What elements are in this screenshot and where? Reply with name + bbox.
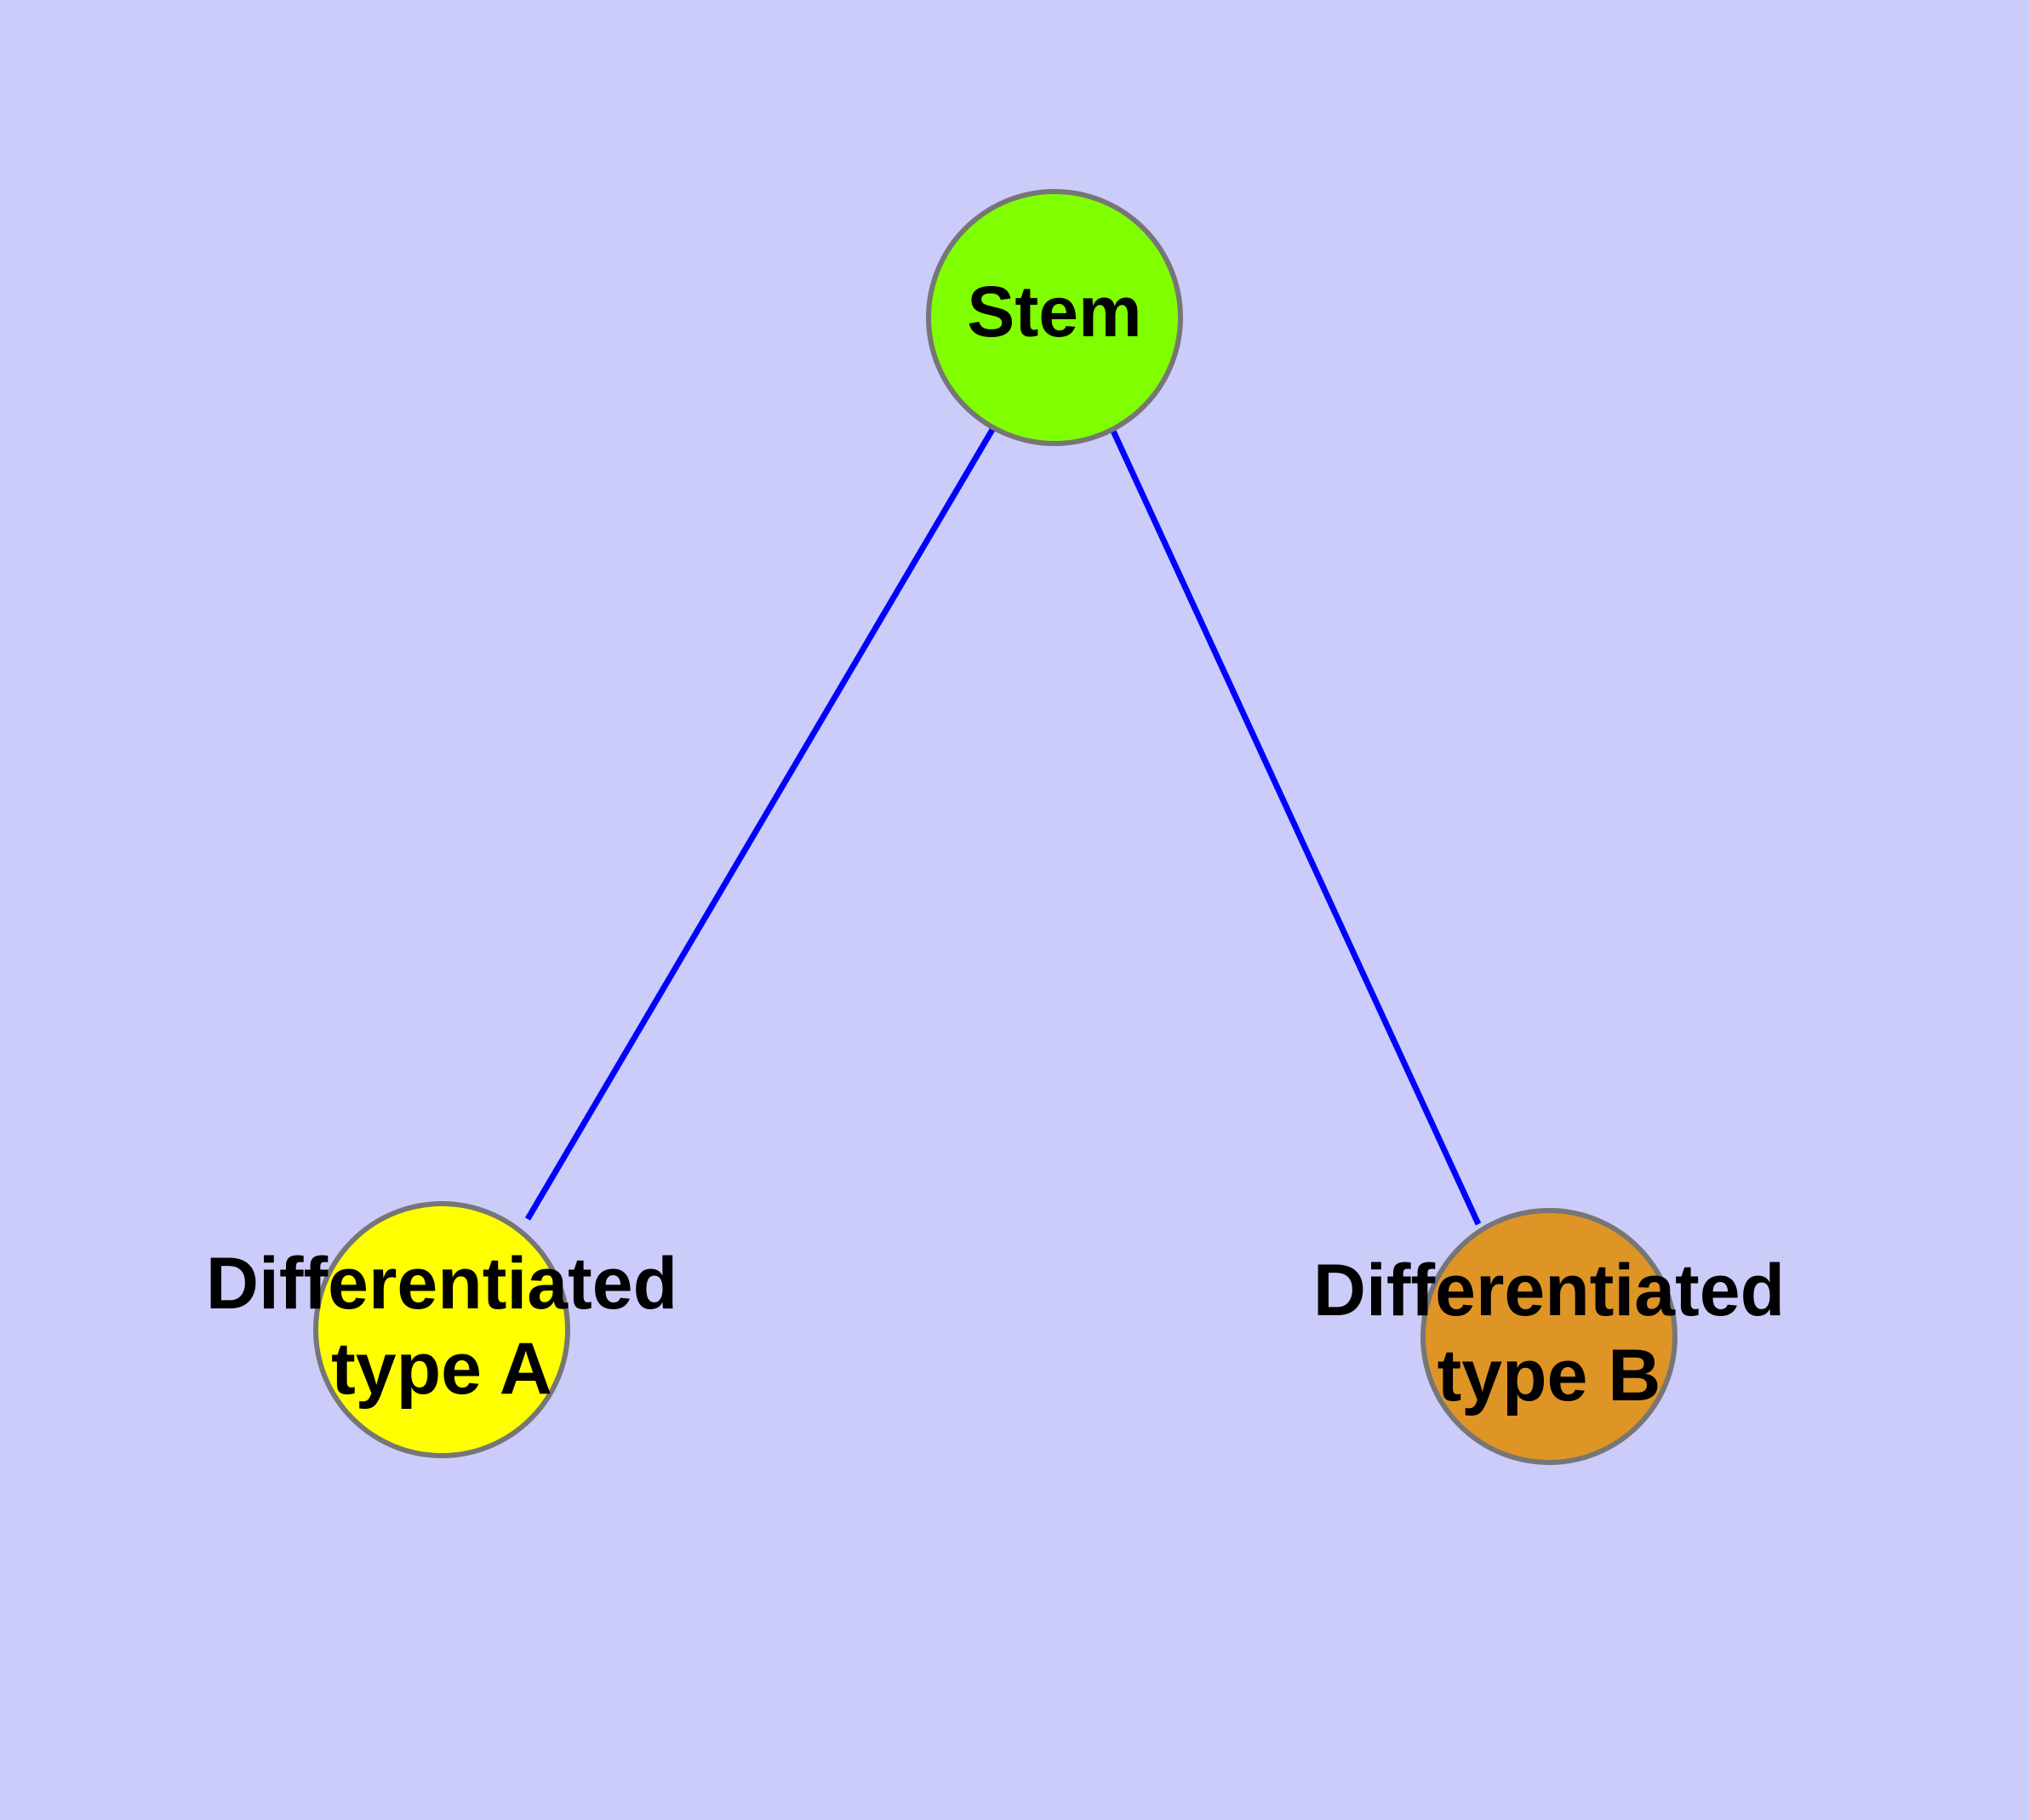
node-label-line: Stem	[967, 272, 1141, 352]
node-circle-stem[interactable]	[926, 189, 1183, 446]
node-diff-a[interactable]	[313, 1201, 570, 1458]
node-label-line: type B	[1437, 1335, 1661, 1417]
edge-stem-to-diff-b[interactable]	[1109, 427, 1482, 1226]
edge-stem-to-diff-a[interactable]	[524, 426, 997, 1221]
node-label-stem: Stem	[967, 272, 1141, 352]
node-circle-diff-a[interactable]	[313, 1201, 570, 1458]
node-circle-diff-b[interactable]	[1420, 1208, 1677, 1465]
node-label-line: Differentiated	[206, 1243, 677, 1325]
node-label-line: type A	[331, 1328, 552, 1410]
node-diff-b[interactable]	[1420, 1208, 1677, 1465]
edges-layer	[524, 426, 1482, 1226]
node-label-line: Differentiated	[1313, 1250, 1785, 1331]
node-stem[interactable]	[926, 189, 1183, 446]
